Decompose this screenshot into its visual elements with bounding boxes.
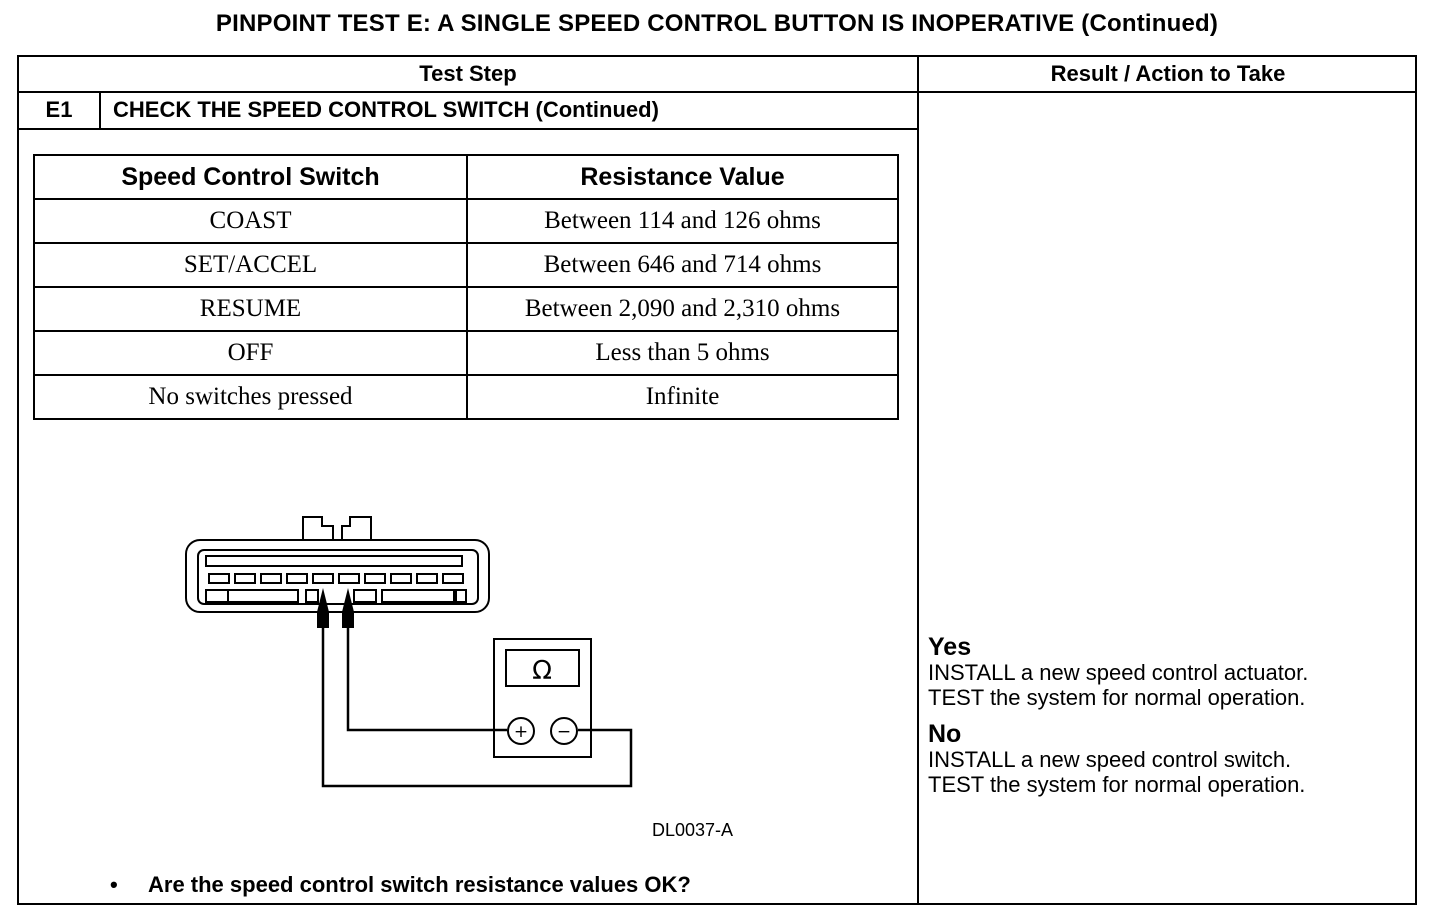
- resistance-cell: Between 646 and 714 ohms: [466, 242, 899, 288]
- step-id: E1: [19, 93, 101, 128]
- table-row: No switches pressed Infinite: [33, 374, 899, 420]
- result-yes-line2: TEST the system for normal operation.: [928, 685, 1306, 710]
- switch-cell: SET/ACCEL: [33, 242, 468, 288]
- result-no-line1: INSTALL a new speed control switch.: [928, 747, 1292, 772]
- resistance-cell: Less than 5 ohms: [466, 330, 899, 376]
- switch-cell: RESUME: [33, 286, 468, 332]
- table-row: OFF Less than 5 ohms: [33, 330, 899, 376]
- table-header-row: Test Step Result / Action to Take: [19, 57, 1415, 93]
- step-title: CHECK THE SPEED CONTROL SWITCH (Continue…: [113, 97, 659, 122]
- step-row: E1 CHECK THE SPEED CONTROL SWITCH (Conti…: [19, 93, 917, 130]
- column-header-resistance: Resistance Value: [466, 154, 899, 200]
- header-test-step: Test Step: [419, 61, 517, 86]
- column-header-switch: Speed Control Switch: [33, 154, 468, 200]
- pinpoint-test-table: Test Step Result / Action to Take E1 CHE…: [17, 55, 1417, 905]
- result-yes-label: Yes: [928, 633, 972, 661]
- switch-cell: No switches pressed: [33, 374, 468, 420]
- bullet: •: [110, 872, 118, 897]
- table-row: SET/ACCEL Between 646 and 714 ohms: [33, 242, 899, 288]
- figure-code: DL0037-A: [652, 820, 734, 840]
- resistance-cell: Infinite: [466, 374, 899, 420]
- result-yes: Yes INSTALL a new speed control actuator…: [928, 634, 1308, 710]
- question: • Are the speed control switch resistance…: [110, 872, 691, 898]
- resistance-cell: Between 2,090 and 2,310 ohms: [466, 286, 899, 332]
- resistance-cell: Between 114 and 126 ohms: [466, 198, 899, 244]
- result-no-line2: TEST the system for normal operation.: [928, 772, 1306, 797]
- switch-cell: COAST: [33, 198, 468, 244]
- result-no: No INSTALL a new speed control switch. T…: [928, 721, 1305, 797]
- table-row: COAST Between 114 and 126 ohms: [33, 198, 899, 244]
- resistance-table-header: Speed Control Switch Resistance Value: [33, 154, 899, 200]
- result-no-label: No: [928, 720, 962, 748]
- result-yes-line1: INSTALL a new speed control actuator.: [928, 660, 1309, 685]
- table-row: RESUME Between 2,090 and 2,310 ohms: [33, 286, 899, 332]
- question-text: Are the speed control switch resistance …: [148, 872, 691, 897]
- column-divider: [917, 57, 919, 903]
- resistance-table: Speed Control Switch Resistance Value CO…: [33, 154, 899, 420]
- switch-cell: OFF: [33, 330, 468, 376]
- header-result-action: Result / Action to Take: [1050, 61, 1286, 86]
- page-title: PINPOINT TEST E: A SINGLE SPEED CONTROL …: [215, 10, 1219, 37]
